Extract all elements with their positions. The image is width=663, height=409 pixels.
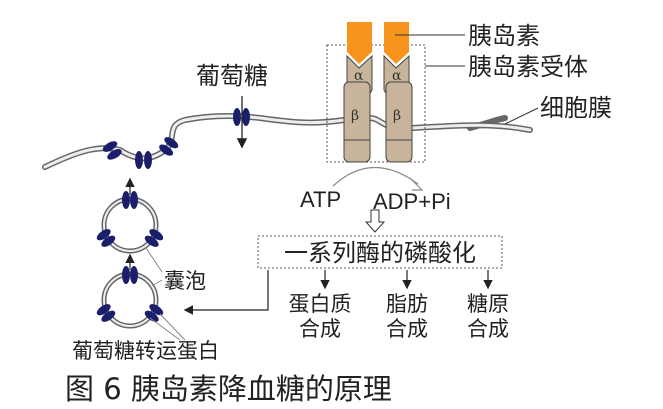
glucose-label: 葡萄糖 [196,62,268,90]
vesicle-bottom [96,266,164,329]
beta-subunit-label: β [393,108,401,124]
beta-subunit-label: β [351,108,359,124]
transporter-leader-line [159,313,186,341]
insulin-receptor: α α β β [343,54,413,163]
outcome-glycogen: 糖原 合成 [467,292,509,341]
phosphorylation-label: 一系列酶的磷酸化 [284,239,476,267]
outcome-line2: 合成 [467,317,509,341]
outcome-arrows [320,270,493,290]
hollow-down-arrow-icon [364,209,386,233]
cell-membrane-label: 细胞膜 [540,94,612,122]
transporter-leader-line [149,317,181,341]
outcome-line1: 蛋白质 [289,292,352,316]
atp-label: ATP [300,187,341,212]
outcome-fat: 脂肪 合成 [386,292,428,341]
vesicle-top [96,191,164,254]
insulin-molecules [347,22,409,64]
atp-arrowhead-icon [409,177,424,191]
adp-pi-label: ADP+Pi [373,189,451,214]
alpha-subunit-label: α [392,68,402,84]
outcome-line1: 脂肪 [386,292,428,316]
outcome-protein: 蛋白质 合成 [289,292,352,341]
membrane-transporters [102,108,250,169]
insulin-receptor-label: 胰岛素受体 [468,53,588,81]
phosphorylation-box [257,235,503,269]
outcome-line2: 合成 [299,317,341,341]
glucose-transporter-label: 葡萄糖转运蛋白 [72,339,219,363]
membrane-leader-line [504,107,539,125]
transporter [102,141,122,160]
figure-caption: 图 6 胰岛素降血糖的原理 [65,372,392,406]
receptor-dashed-box [326,44,426,163]
cell-membrane [42,112,533,170]
transporter-glucose-channel [233,108,250,126]
vesicle-leader-line [145,247,163,273]
vesicle-leader-line [151,279,163,287]
alpha-subunit-label: α [354,68,364,84]
vesicle-trigger-arrow [183,270,269,315]
outcome-line2: 合成 [386,317,428,341]
insulin-label: 胰岛素 [468,22,540,50]
outcome-line1: 糖原 [467,292,509,316]
vesicle-label: 囊泡 [164,269,206,293]
transporter [135,151,152,169]
transporter [159,137,179,156]
atp-conversion-arrow [332,166,419,187]
